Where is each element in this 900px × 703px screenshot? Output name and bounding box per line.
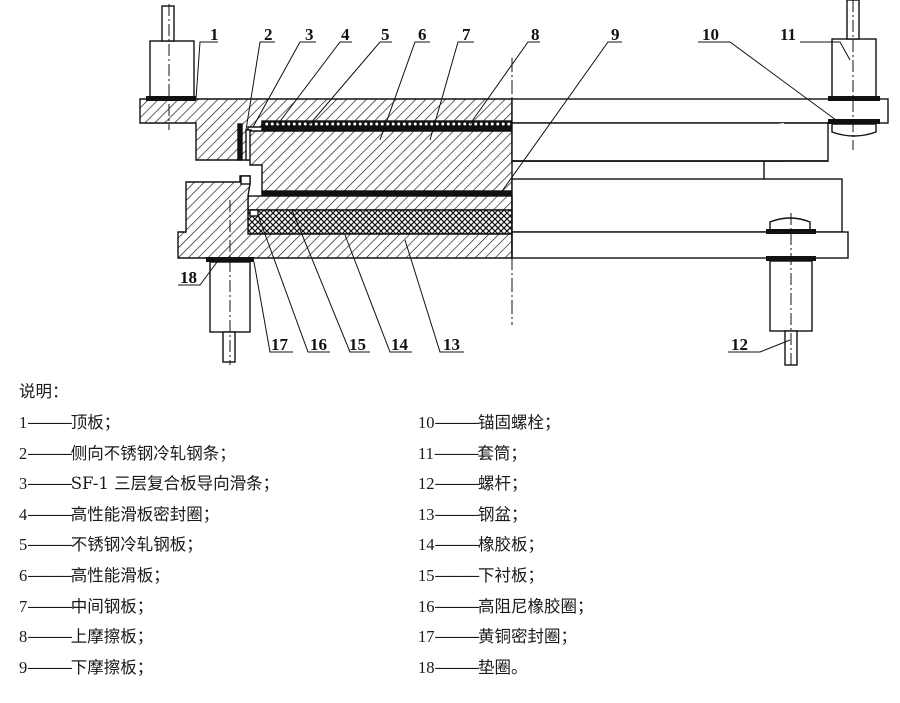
callout-1: 1 xyxy=(210,25,219,44)
callout-15: 15 xyxy=(349,335,366,354)
washer-anchor-bolt xyxy=(828,119,880,124)
legend-item-4: 4———高性能滑板密封圈； xyxy=(19,504,220,524)
washer-left-top xyxy=(146,96,196,101)
legend-item-9: 9———下摩擦板； xyxy=(19,657,154,677)
legend-item-5: 5———不锈钢冷轧钢板； xyxy=(19,535,203,555)
legend-item-15: 15———下衬板； xyxy=(418,565,544,585)
callout-16: 16 xyxy=(310,335,327,354)
anchor-bolt-nut xyxy=(831,123,877,137)
sliding-plate-layer xyxy=(261,120,513,132)
washer-right-mid xyxy=(766,229,816,234)
middle-steel-plate xyxy=(249,130,513,193)
sleeve-right-top xyxy=(831,38,877,99)
legend-item-14: 14———橡胶板； xyxy=(418,535,544,555)
callout-leaders xyxy=(178,41,851,353)
legend-item-13: 13———钢盆； xyxy=(418,504,528,524)
bolt-left-bottom xyxy=(222,331,236,363)
callout-9: 9 xyxy=(611,25,620,44)
bolt-left-top xyxy=(161,5,175,42)
legend-column-left: 1———顶板； 2———侧向不锈钢冷轧钢条； 3———SF-1 三层复合板导向滑… xyxy=(19,408,279,683)
lower-liner-plate xyxy=(247,195,513,211)
legend-column-right: 10———锚固螺栓； 11———套筒； 12———螺杆； 13———钢盆； 14… xyxy=(418,408,594,683)
legend-item-11: 11———套筒； xyxy=(418,443,527,463)
legend-title: 说明： xyxy=(19,382,69,401)
callout-4: 4 xyxy=(341,25,350,44)
damping-ring xyxy=(249,209,259,217)
callout-17: 17 xyxy=(271,335,289,354)
legend-item-12: 12———螺杆； xyxy=(418,474,528,494)
bearing-cross-section-drawing: 1 2 3 4 5 6 7 8 9 10 11 12 13 14 15 16 1… xyxy=(139,0,889,368)
upper-friction-plate xyxy=(261,190,513,196)
steel-pot xyxy=(177,175,513,259)
legend-item-18: 18———垫圈。 xyxy=(418,657,528,677)
sleeve-left-top xyxy=(149,40,195,100)
callout-13: 13 xyxy=(443,335,460,354)
legend-item-8: 8———上摩擦板； xyxy=(19,627,154,647)
brass-seal-ring xyxy=(240,175,251,185)
callout-8: 8 xyxy=(531,25,540,44)
pot-base-outline xyxy=(511,231,849,259)
callout-5: 5 xyxy=(381,25,390,44)
callout-3: 3 xyxy=(305,25,314,44)
rubber-plate xyxy=(247,209,513,235)
legend-item-1: 1———顶板； xyxy=(19,413,121,432)
side-stainless-strip xyxy=(237,123,243,161)
bolt-right-top xyxy=(846,0,860,40)
callout-2: 2 xyxy=(264,25,273,44)
washer-left-bottom xyxy=(206,257,254,262)
anchor-bolt-nut-lower xyxy=(769,217,811,231)
legend-item-6: 6———高性能滑板； xyxy=(19,565,170,585)
legend-item-10: 10———锚固螺栓； xyxy=(418,413,561,432)
legend-item-7: 7———中间钢板； xyxy=(19,596,154,616)
callout-7: 7 xyxy=(462,25,471,44)
callout-14: 14 xyxy=(391,335,409,354)
callout-18: 18 xyxy=(180,268,197,287)
callout-11: 11 xyxy=(780,25,796,44)
legend-item-17: 17———黄铜密封圈； xyxy=(418,627,577,647)
drawing-right-half-view xyxy=(511,0,889,368)
top-plate-outline xyxy=(511,98,889,124)
drawing-left-half-section xyxy=(139,4,513,365)
washer-right-top xyxy=(828,96,880,101)
legend-item-2: 2———侧向不锈钢冷轧钢条； xyxy=(19,443,236,463)
callout-labels: 1 2 3 4 5 6 7 8 9 10 11 12 13 14 15 16 1… xyxy=(180,25,796,354)
callout-6: 6 xyxy=(418,25,427,44)
callout-12: 12 xyxy=(731,335,748,354)
legend-item-3: 3———SF-1 三层复合板导向滑条； xyxy=(19,474,280,494)
legend-item-16: 16———高阻尼橡胶圈； xyxy=(418,596,594,616)
callout-10: 10 xyxy=(702,25,719,44)
